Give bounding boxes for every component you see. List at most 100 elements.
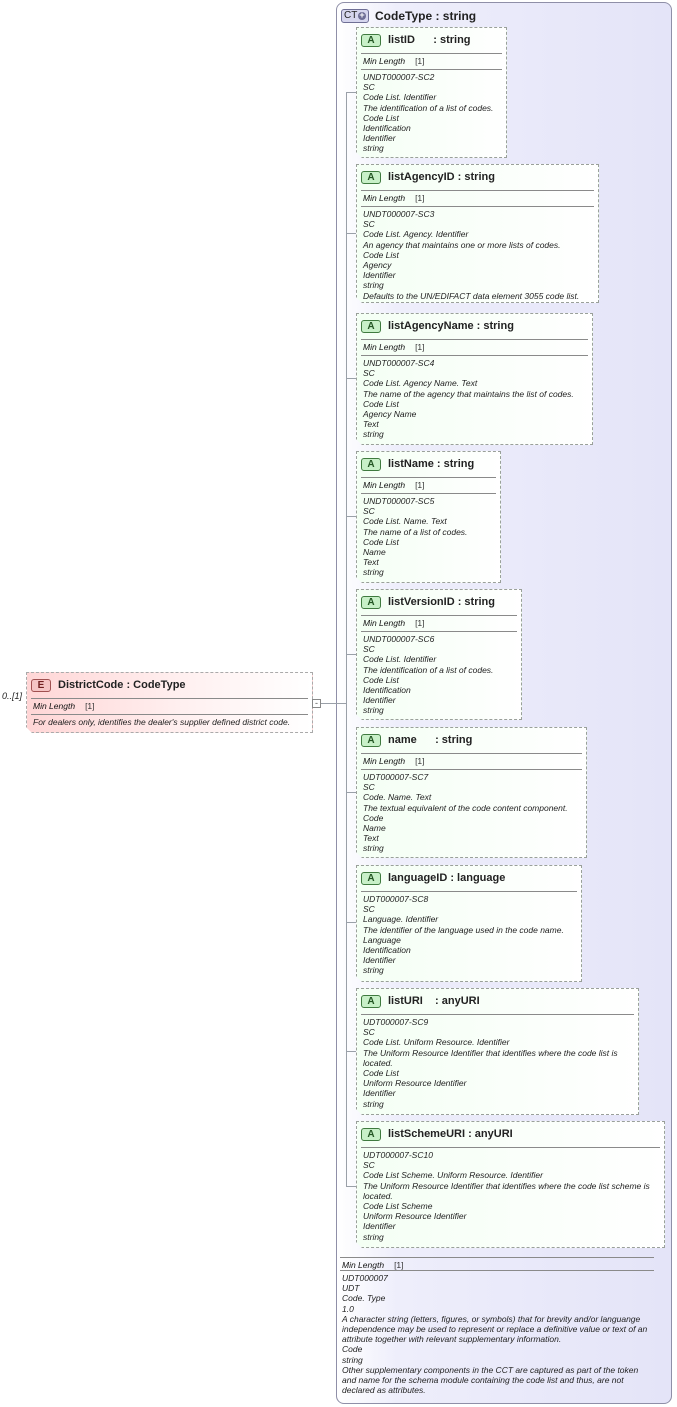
documentation-line: UNDT000007-SC2 bbox=[363, 72, 435, 82]
documentation-line: SC bbox=[363, 82, 375, 93]
facet-label: Min Length bbox=[363, 342, 406, 352]
divider bbox=[361, 615, 517, 616]
documentation-line: 1.0 bbox=[342, 1303, 354, 1314]
element-to-type-connector bbox=[321, 703, 346, 704]
divider bbox=[361, 190, 594, 191]
occurrence-label: 0..[1] bbox=[2, 691, 23, 701]
documentation-line: SC bbox=[363, 1160, 375, 1171]
documentation-line: The identification of a list of codes. bbox=[363, 664, 494, 675]
documentation-line: Identification bbox=[363, 685, 411, 696]
min-length-facet: Min Length[1] bbox=[357, 191, 598, 203]
documentation-line: SC bbox=[363, 368, 375, 379]
documentation-line: UDT000007-SC7 bbox=[363, 772, 429, 782]
documentation-line: SC bbox=[363, 782, 375, 793]
attribute-connector bbox=[346, 654, 356, 655]
documentation-line: Identifier bbox=[363, 133, 396, 144]
attribute-icon: A bbox=[361, 171, 381, 184]
attribute-icon: A bbox=[361, 995, 381, 1008]
divider bbox=[361, 69, 502, 70]
documentation-line: Code List. Agency. Identifier bbox=[363, 229, 469, 240]
documentation-line: Identifier bbox=[363, 1088, 396, 1099]
documentation-line: The Uniform Resource Identifier that ide… bbox=[363, 1180, 650, 1201]
facet-value: [1] bbox=[415, 56, 425, 66]
documentation-line: Language. Identifier bbox=[363, 914, 439, 925]
attribute-name: listID : string bbox=[388, 34, 471, 46]
divider bbox=[361, 477, 496, 478]
divider bbox=[340, 1270, 654, 1271]
documentation-line: UNDT000007-SC6 bbox=[363, 634, 435, 644]
documentation-line: Other supplementary components in the CC… bbox=[342, 1364, 639, 1396]
documentation-line: string bbox=[363, 429, 384, 440]
documentation-line: Identification bbox=[363, 123, 411, 134]
attribute-icon: A bbox=[361, 734, 381, 747]
documentation-line: Code List bbox=[363, 249, 399, 260]
documentation-line: Code List bbox=[363, 674, 399, 685]
documentation-line: Agency Name bbox=[363, 409, 417, 420]
attribute-name: languageID : language bbox=[388, 872, 506, 884]
facet-value: [1] bbox=[415, 342, 425, 352]
documentation-line: string bbox=[363, 705, 384, 716]
documentation-line: Name bbox=[363, 547, 386, 558]
documentation-line: SC bbox=[363, 1027, 375, 1038]
documentation-line: Language bbox=[363, 934, 401, 945]
facet-value: [1] bbox=[415, 193, 425, 203]
documentation-line: Code List. Uniform Resource. Identifier bbox=[363, 1037, 510, 1048]
documentation-line: string bbox=[363, 1231, 384, 1242]
documentation-line: The identifier of the language used in t… bbox=[363, 924, 564, 935]
documentation-line: Code. Type bbox=[342, 1293, 386, 1304]
facet-label: Min Length bbox=[363, 480, 406, 490]
documentation-line: string bbox=[363, 143, 384, 154]
attribute-connector bbox=[346, 1186, 356, 1187]
facet-value: [1] bbox=[415, 618, 425, 628]
min-length-facet: Min Length[1] bbox=[357, 54, 506, 66]
divider bbox=[361, 753, 582, 754]
attribute-name: listURI : anyURI bbox=[388, 995, 480, 1007]
documentation-line: A character string (letters, figures, or… bbox=[342, 1313, 648, 1345]
attribute-icon: A bbox=[361, 458, 381, 471]
facet-label: Min Length bbox=[363, 756, 406, 766]
divider bbox=[361, 769, 582, 770]
documentation-line: Code List bbox=[363, 112, 399, 123]
divider bbox=[31, 698, 308, 699]
documentation-line: Code bbox=[363, 812, 384, 823]
documentation-line: Code List bbox=[363, 1068, 399, 1079]
min-length-facet: Min Length [1] bbox=[357, 754, 586, 766]
facet-value: [1] bbox=[415, 756, 425, 766]
documentation-line: Code List. Agency Name. Text bbox=[363, 378, 478, 389]
documentation-line: string bbox=[363, 280, 384, 291]
min-length-facet: Min Length[1] bbox=[357, 478, 500, 490]
documentation-line: Code List. Identifier bbox=[363, 654, 437, 665]
attribute-connector bbox=[346, 922, 356, 923]
collapse-toggle-icon[interactable]: - bbox=[312, 699, 321, 708]
documentation-line: An agency that maintains one or more lis… bbox=[363, 239, 561, 250]
facet-label: Min Length bbox=[342, 1260, 385, 1270]
documentation-line: string bbox=[363, 843, 384, 854]
documentation-line: Identifier bbox=[363, 695, 396, 706]
facet-label: Min Length bbox=[33, 701, 76, 711]
documentation-line: Uniform Resource Identifier bbox=[363, 1211, 467, 1222]
divider bbox=[361, 631, 517, 632]
attribute-connector bbox=[346, 792, 356, 793]
attribute-name: listVersionID : string bbox=[388, 596, 495, 608]
documentation-line: SC bbox=[363, 904, 375, 915]
documentation-line: Identifier bbox=[363, 955, 396, 966]
expand-icon[interactable] bbox=[358, 9, 367, 21]
documentation-line: UDT000007-SC10 bbox=[363, 1150, 433, 1160]
attribute-connector-spine bbox=[346, 92, 347, 1187]
documentation-line: Uniform Resource Identifier bbox=[363, 1078, 467, 1089]
